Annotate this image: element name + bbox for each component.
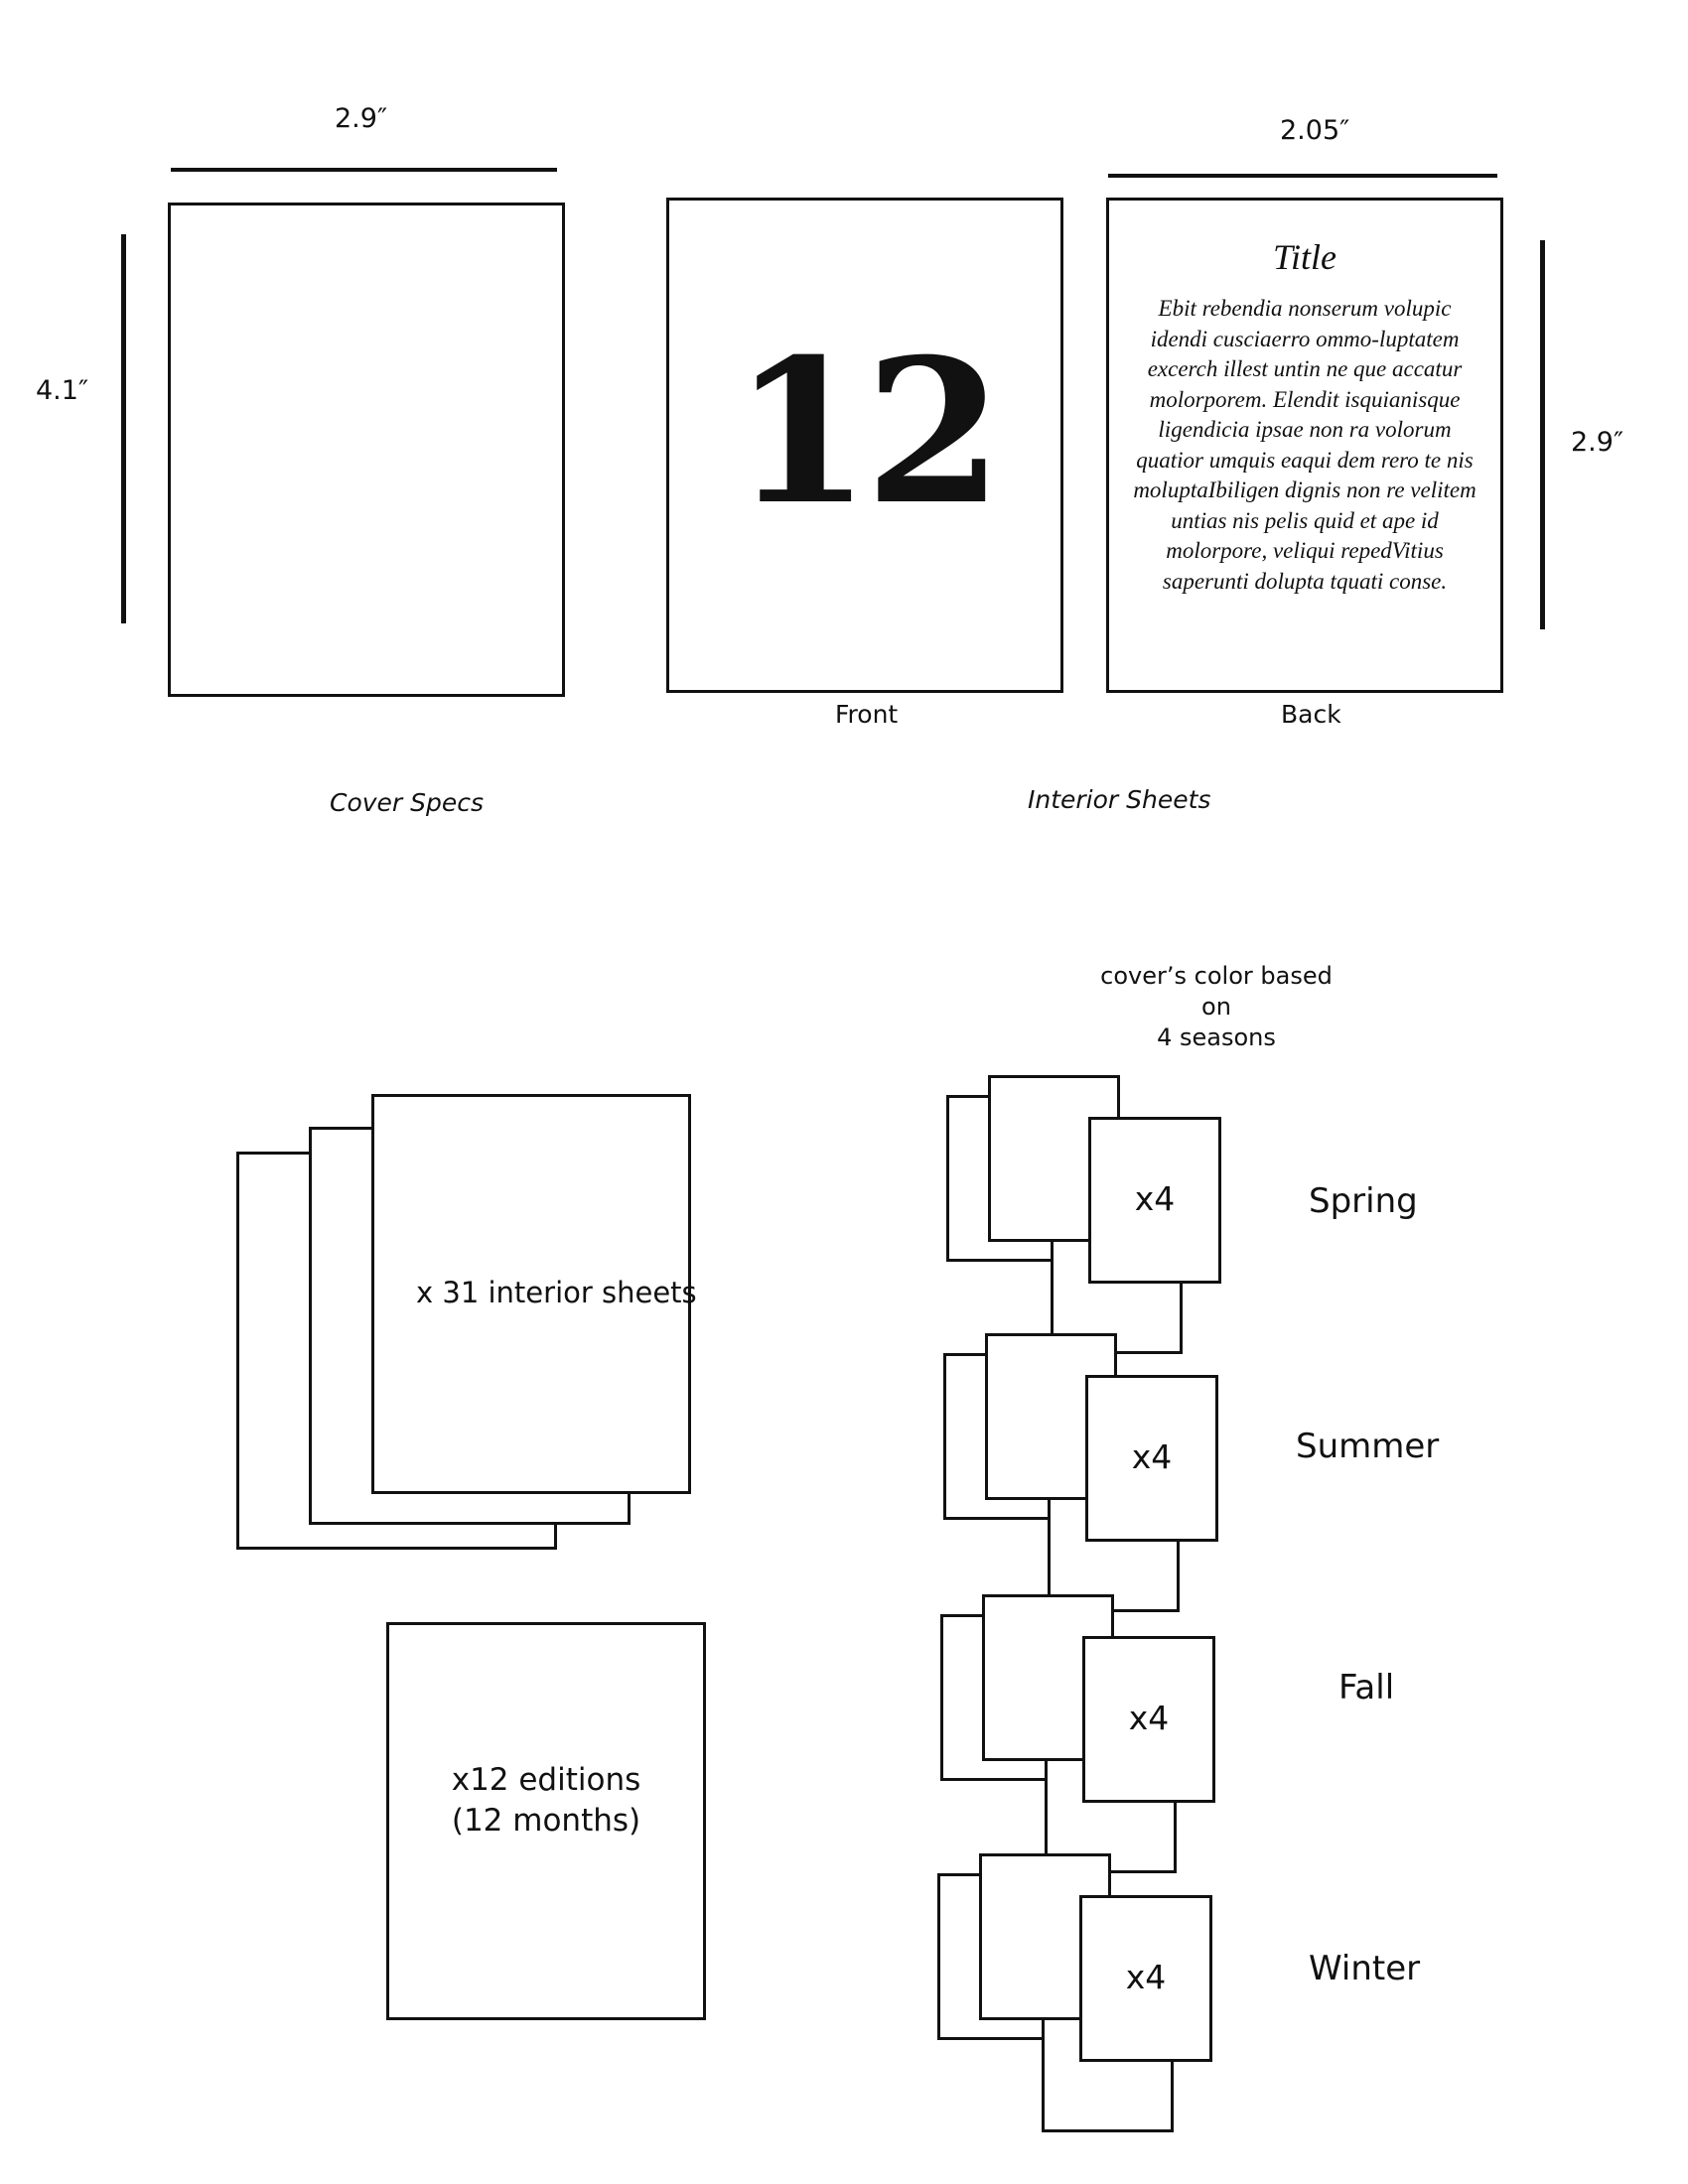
- season-name: Spring: [1309, 1181, 1418, 1221]
- front-label: Front: [835, 700, 899, 729]
- season-count: x4: [1125, 1958, 1167, 1996]
- interior-sheets-caption: Interior Sheets: [1028, 785, 1211, 814]
- cover-height-label: 4.1″: [36, 375, 89, 406]
- seasons-note: cover’s color based on 4 seasons: [1100, 962, 1333, 1051]
- back-body-text: Ebit rebendia nonserum volupic idendi cu…: [1133, 296, 1477, 594]
- interior-width-label: 2.05″: [1280, 115, 1350, 146]
- front-number: 12: [732, 316, 1003, 549]
- season-count: x4: [1131, 1437, 1173, 1476]
- back-title: Title: [1272, 237, 1337, 277]
- season-cover-top: x4: [1088, 1117, 1221, 1284]
- back-sheet: Title Ebit rebendia nonserum volupic ide…: [1106, 198, 1503, 693]
- season-cover-top: x4: [1079, 1895, 1212, 2062]
- cover-rectangle: [168, 203, 565, 697]
- interior-width-rule: [1108, 174, 1497, 178]
- interior-height-rule: [1540, 240, 1545, 629]
- interior-height-label: 2.9″: [1571, 427, 1624, 458]
- season-count: x4: [1134, 1179, 1176, 1218]
- season-cover-top: x4: [1082, 1636, 1215, 1803]
- season-cover-c: [979, 1853, 1111, 2020]
- front-sheet: 12: [666, 198, 1063, 693]
- season-cover-top: x4: [1085, 1375, 1218, 1542]
- cover-specs-caption: Cover Specs: [330, 788, 485, 817]
- season-name: Fall: [1338, 1668, 1395, 1707]
- editions-label: x12 editions (12 months): [451, 1762, 641, 1839]
- cover-width-rule: [171, 168, 557, 172]
- season-count: x4: [1128, 1699, 1170, 1737]
- stack-sheet-front: x 31 interior sheets: [371, 1094, 697, 1494]
- back-label: Back: [1281, 700, 1341, 729]
- cover-width-label: 2.9″: [335, 103, 388, 134]
- season-name: Summer: [1296, 1427, 1440, 1466]
- editions-box: x12 editions (12 months): [386, 1622, 706, 2020]
- cover-height-rule: [121, 234, 126, 623]
- stack-label: x 31 interior sheets: [416, 1276, 697, 1309]
- season-name: Winter: [1309, 1949, 1421, 1988]
